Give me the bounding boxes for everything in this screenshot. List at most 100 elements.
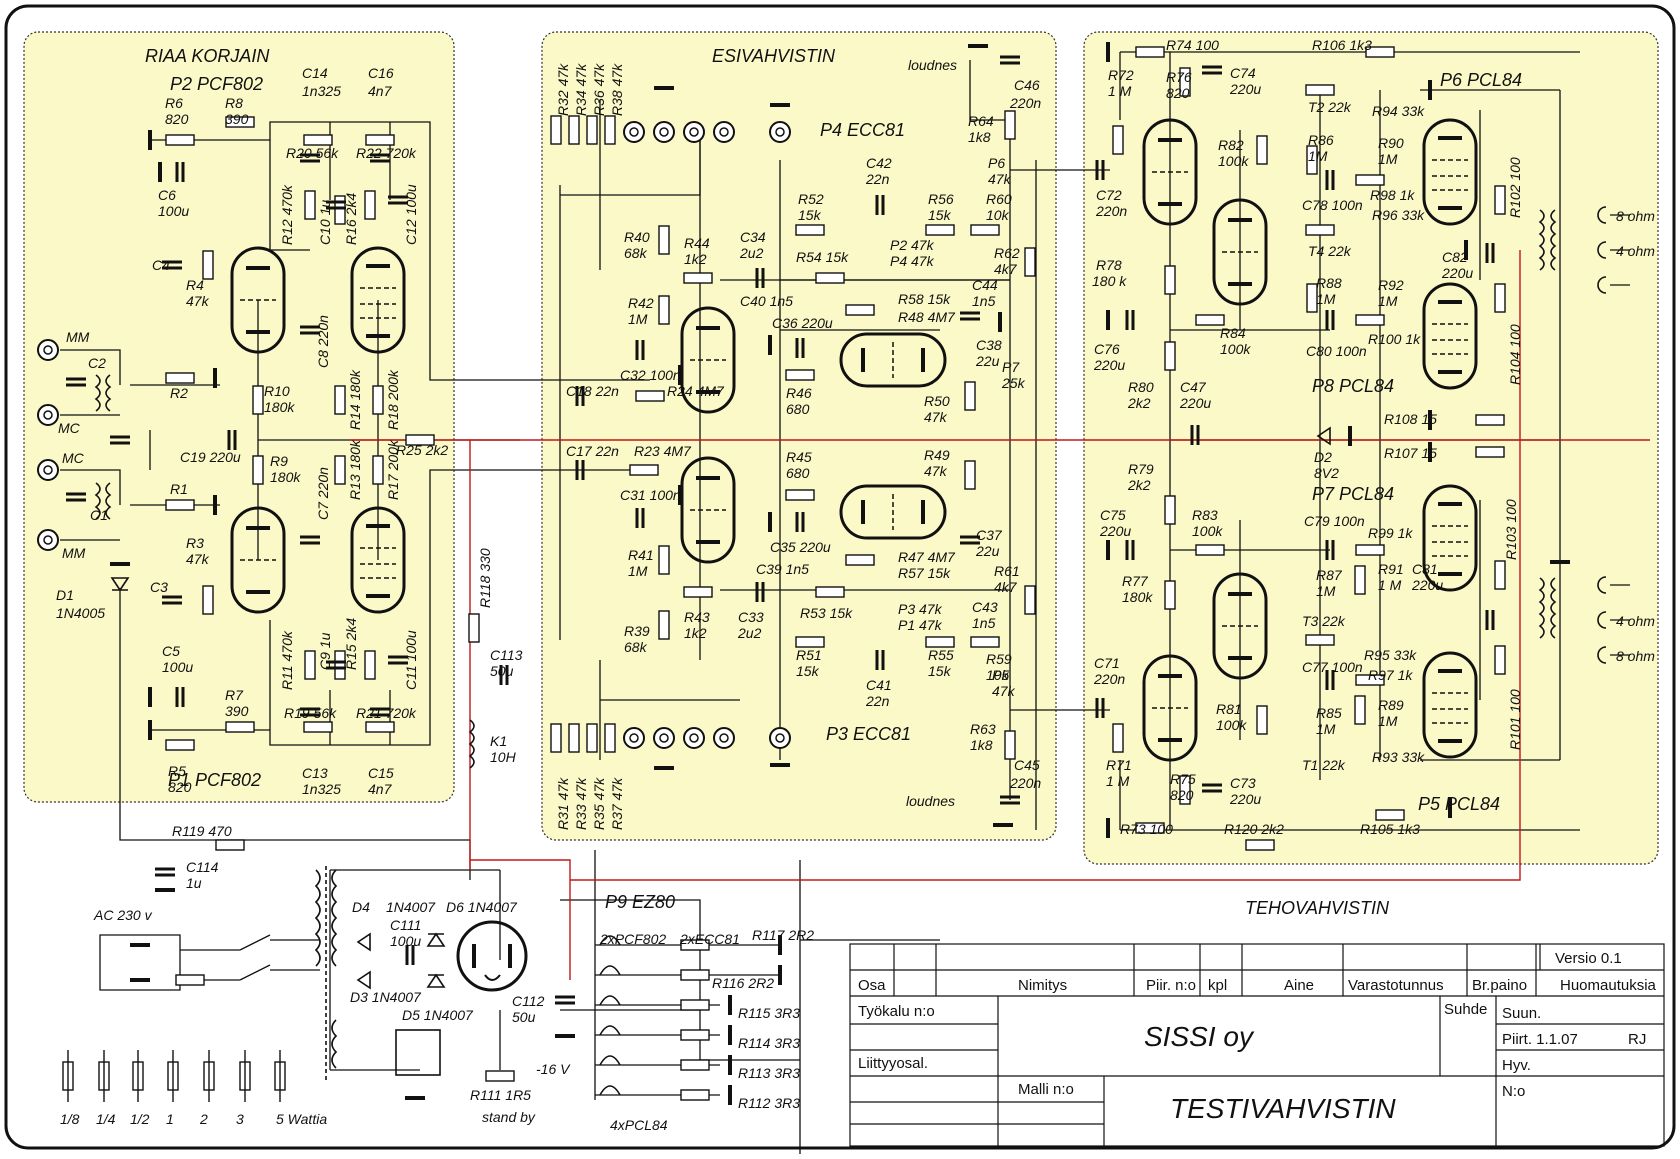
output-terminals xyxy=(94,206,1607,1096)
component-label-c47v: 220u xyxy=(1179,395,1211,411)
component-label-c3: C3 xyxy=(150,579,168,595)
suun-label: Suun. xyxy=(1502,1005,1541,1022)
component-label-c76v: 220u xyxy=(1093,357,1125,373)
component-label-r6: R6 xyxy=(165,95,183,111)
component-label-c47: C47 xyxy=(1180,379,1207,395)
component-label-r85: R85 xyxy=(1316,705,1342,721)
component-label-r21: R21 720k xyxy=(356,705,417,721)
component-label-r25: R25 2k2 xyxy=(396,442,448,458)
component-label-r72v: 1 M xyxy=(1108,83,1132,99)
component-label-p5v: 47k xyxy=(992,683,1016,699)
col-nimitys: Nimitys xyxy=(1018,977,1067,994)
component-label-r93: R93 33k xyxy=(1372,749,1425,765)
title-block-text: Versio 0.1 Osa Nimitys Piir. n:o kpl Ain… xyxy=(858,950,1657,1124)
component-label-r50v: 47k xyxy=(924,409,948,425)
component-label-d2: D2 xyxy=(1314,449,1332,465)
tyokalu-label: Työkalu n:o xyxy=(858,1003,935,1020)
component-label-r99: R99 1k xyxy=(1368,525,1413,541)
tube-label-p3: P3 ECC81 xyxy=(826,724,911,744)
component-label-r8: R8 xyxy=(225,95,243,111)
component-label-h2: 2xECC81 xyxy=(679,931,740,947)
component-label-c73: C73 xyxy=(1230,775,1256,791)
component-label-c33: C33 xyxy=(738,609,764,625)
output-4ohm-bottom: 4 ohm xyxy=(1616,613,1655,629)
tube-label-p8: P8 PCL84 xyxy=(1312,376,1394,396)
component-label-r43v: 1k2 xyxy=(684,625,707,641)
component-label-t3: T3 22k xyxy=(1302,613,1346,629)
component-label-p2: P2 47k xyxy=(890,237,935,253)
component-label-r9v: 180k xyxy=(270,469,301,485)
tehovahvistin-title: TEHOVAHVISTIN xyxy=(1245,898,1390,918)
component-label-r10v: 180k xyxy=(264,399,295,415)
component-label-r23: R23 4M7 xyxy=(634,443,692,459)
power-legend-label: 2 xyxy=(199,1111,208,1127)
component-label-r14: R14 180k xyxy=(347,369,363,430)
component-label-c32: C32 100n xyxy=(620,367,681,383)
component-label-c37: C37 xyxy=(976,527,1003,543)
component-label-r84v: 100k xyxy=(1220,341,1251,357)
component-label-r63: R63 xyxy=(970,721,996,737)
power-legend-label: 1/8 xyxy=(60,1111,80,1127)
power-legend-symbols xyxy=(62,1050,286,1102)
component-label-r98: R98 1k xyxy=(1370,187,1415,203)
component-label-c45: C45 xyxy=(1014,757,1040,773)
component-label-c42: C42 xyxy=(866,155,892,171)
component-label-d4v: 1N4007 xyxy=(386,899,436,915)
component-label-d6: D6 1N4007 xyxy=(446,899,518,915)
piirt-label: Piirt. 1.1.07 xyxy=(1502,1031,1578,1048)
component-label-c8: C8 220n xyxy=(315,315,331,368)
input-mc-bottom: MC xyxy=(62,450,85,466)
component-label-c14: C14 xyxy=(302,65,328,81)
component-label-r45v: 680 xyxy=(786,465,810,481)
component-label-c15v: 4n7 xyxy=(368,781,393,797)
component-label-c34v: 2u2 xyxy=(739,245,764,261)
component-label-r9: R9 xyxy=(270,453,288,469)
component-label-r63v: 1k8 xyxy=(970,737,993,753)
component-label-r40v: 68k xyxy=(624,245,648,261)
component-label-c72v: 220n xyxy=(1095,203,1127,219)
component-label-p6v: 47k xyxy=(988,171,1012,187)
component-label-r87v: 1M xyxy=(1316,583,1336,599)
component-label-r83v: 100k xyxy=(1192,523,1223,539)
component-label-d2v: 8V2 xyxy=(1314,465,1339,481)
component-label-c41: C41 xyxy=(866,677,892,693)
component-label-r52: R52 xyxy=(798,191,824,207)
component-label-c5: C5 xyxy=(162,643,180,659)
component-label-r50: R50 xyxy=(924,393,950,409)
col-varastotunnus: Varastotunnus xyxy=(1348,977,1444,994)
component-label-r71v: 1 M xyxy=(1106,773,1130,789)
component-label-r4v: 47k xyxy=(186,293,210,309)
company-name: SISSI oy xyxy=(1144,1021,1255,1052)
component-label-c113v: 50u xyxy=(490,663,514,679)
input-mm-bottom: MM xyxy=(62,545,86,561)
tube-label-p1: P1 PCF802 xyxy=(168,770,261,790)
component-label-r118: R118 330 xyxy=(477,548,493,608)
output-labels: 8 ohm 4 ohm 4 ohm 8 ohm xyxy=(1616,208,1655,664)
component-label-r112: R112 3R3 xyxy=(738,1095,800,1111)
component-label-p5: P5 xyxy=(992,667,1009,683)
component-label-r73: R73 100 xyxy=(1120,821,1173,837)
component-label-r64: R64 xyxy=(968,113,994,129)
component-label-c6: C6 xyxy=(158,187,176,203)
component-label-r95: R95 33k xyxy=(1364,647,1417,663)
component-label-c76: C76 xyxy=(1094,341,1120,357)
component-label-r78v: 180 k xyxy=(1092,273,1127,289)
tube-label-p4: P4 ECC81 xyxy=(820,120,905,140)
component-label-r10: R10 xyxy=(264,383,290,399)
component-label-c16: C16 xyxy=(368,65,394,81)
component-label-p1: P1 47k xyxy=(898,617,943,633)
component-label-r91v: 1 M xyxy=(1378,577,1402,593)
component-label-r42v: 1M xyxy=(628,311,648,327)
component-label-r37: R37 47k xyxy=(609,777,625,830)
col-kpl: kpl xyxy=(1208,977,1227,994)
component-label-r80: R80 xyxy=(1128,379,1154,395)
component-label-c112: C112 xyxy=(512,993,545,1009)
component-label-r119: R119 470 xyxy=(172,823,232,839)
component-label-c17: C17 22n xyxy=(566,443,619,459)
component-label-r82: R82 xyxy=(1218,137,1244,153)
component-label-r49: R49 xyxy=(924,447,950,463)
component-label-r41: R41 xyxy=(628,547,654,563)
component-label-r88: R88 xyxy=(1316,275,1342,291)
component-label-r100: R100 1k xyxy=(1368,331,1421,347)
riaa-title: RIAA KORJAIN xyxy=(145,46,270,66)
